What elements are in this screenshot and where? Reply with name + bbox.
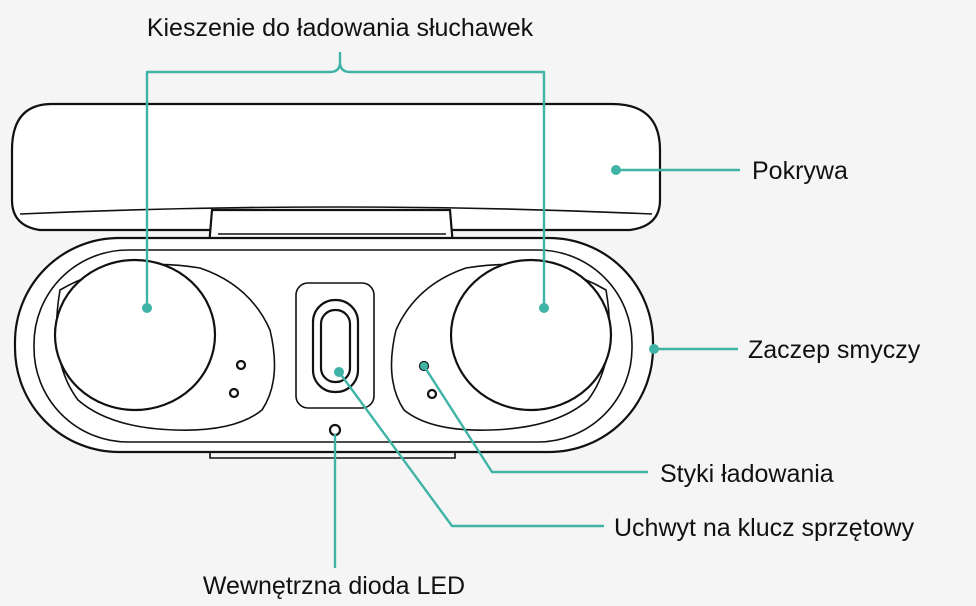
left-earbud [53,258,217,412]
lanyard-label: Zaczep smyczy [748,336,921,364]
contacts-dot [420,362,428,370]
pockets-dot-right [539,303,549,313]
right-charging-contact-bottom [426,388,438,400]
dongle-dot [334,367,344,377]
pockets-dot-left [142,303,152,313]
contacts-label: Styki ładowania [660,460,834,488]
contacts-leader [422,365,648,474]
left-charging-contact-bottom [228,387,240,399]
internal-led [328,423,342,437]
leader-dots [142,165,659,377]
dongle-leader [338,371,604,528]
lanyard-dot [649,344,659,354]
lid-label: Pokrywa [752,157,848,185]
left-charging-contact-top [235,359,247,371]
lid-dot [611,165,621,175]
dongle-holder [295,282,375,409]
pockets-label: Kieszenie do ładowania słuchawek [147,14,534,42]
pockets-leader [145,52,546,308]
case-lid [10,102,662,260]
dongle-label: Uchwyt na klucz sprzętowy [614,514,915,542]
leader-lines [145,52,740,568]
left-earbud-pocket [53,258,276,431]
led-label: Wewnętrzna dioda LED [203,572,465,600]
right-earbud [449,258,613,412]
